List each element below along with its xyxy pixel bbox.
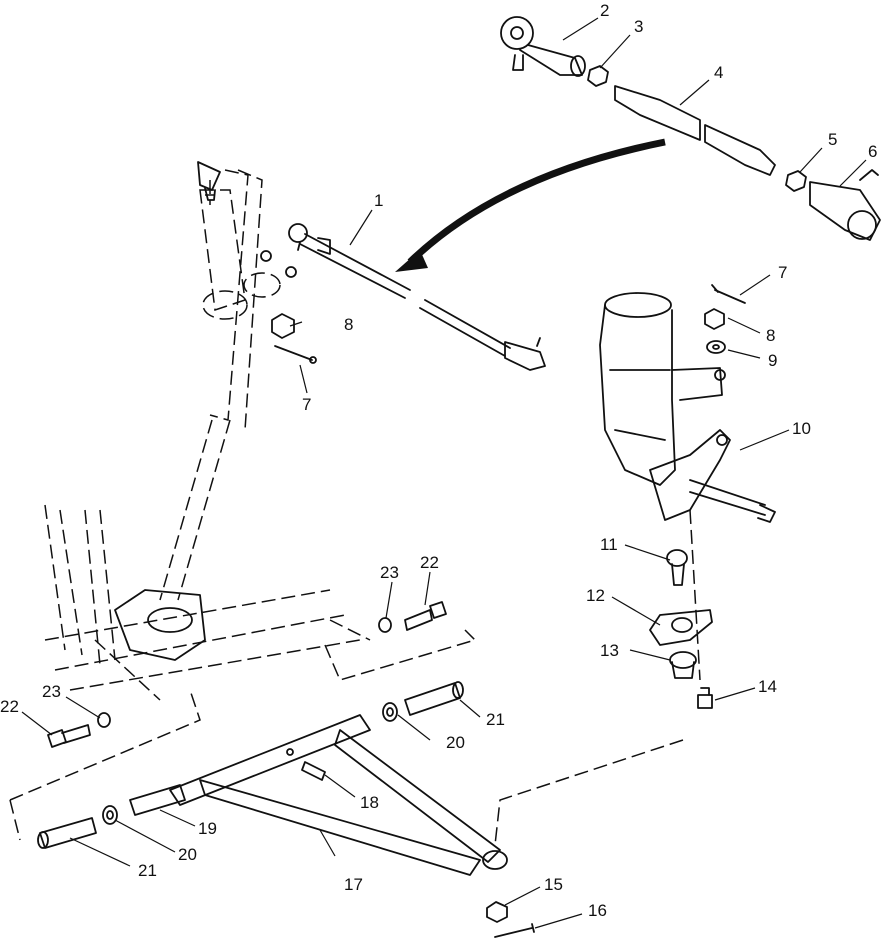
ball-joint-guide-line (494, 739, 684, 846)
callout-4: 4 (714, 63, 723, 82)
callout-23-left: 23 (42, 682, 61, 701)
jam-nut-5 (785, 170, 807, 192)
callout-20-right: 20 (446, 733, 465, 752)
callout-7-right: 7 (778, 263, 787, 282)
a-arm-17 (169, 714, 508, 876)
bolt-22-left (47, 724, 91, 748)
cotter-pin-7-left (274, 345, 317, 364)
callout-16: 16 (588, 901, 607, 920)
grease-fitting-18 (301, 761, 326, 781)
callout-6: 6 (868, 142, 877, 161)
callout-2: 2 (600, 1, 609, 20)
ball-joint-13 (669, 651, 697, 679)
callout-5: 5 (828, 130, 837, 149)
callout-15: 15 (544, 875, 563, 894)
frame (44, 504, 371, 701)
callout-13: 13 (600, 641, 619, 660)
plate-12 (649, 609, 713, 646)
guide-box-right (324, 629, 477, 681)
knuckle-guide-line (689, 509, 701, 681)
castle-nut-8-left (271, 313, 295, 339)
callout-9: 9 (768, 351, 777, 370)
adjuster-sleeve-4 (614, 85, 776, 176)
callout-21-right: 21 (486, 710, 505, 729)
bushing-21-left (37, 817, 97, 849)
steering-column (159, 161, 297, 601)
callout-14: 14 (758, 677, 777, 696)
bolt-22-right (404, 601, 447, 631)
washer-20-left (102, 805, 118, 825)
callout-10: 10 (792, 419, 811, 438)
callout-22-left: 22 (0, 697, 19, 716)
fitting-14 (697, 687, 713, 709)
ball-joint-11 (666, 549, 688, 586)
callout-8-left: 8 (344, 315, 353, 334)
callout-23-right: 23 (380, 563, 399, 582)
jam-nut-3 (587, 65, 609, 87)
cotter-pin-16 (494, 923, 535, 938)
callout-21-left: 21 (138, 861, 157, 880)
callout-8-right: 8 (766, 326, 775, 345)
castle-nut-8-right (704, 308, 725, 330)
callout-12: 12 (586, 586, 605, 605)
castle-nut-15 (486, 901, 508, 923)
callout-18: 18 (360, 793, 379, 812)
tie-rod-end-6 (809, 169, 881, 241)
leader-lines (21, 17, 867, 929)
callout-7-left: 7 (302, 395, 311, 414)
callout-3: 3 (634, 17, 643, 36)
washer-23-right (378, 617, 392, 633)
callout-20-left: 20 (178, 845, 197, 864)
washer-9 (706, 340, 726, 354)
callout-11: 11 (600, 535, 618, 554)
guide-box-left-edge (9, 799, 21, 841)
bushing-21-right (404, 681, 464, 716)
washer-23-left (97, 712, 111, 728)
callout-1: 1 (374, 191, 383, 210)
cotter-pin-7-right (711, 284, 746, 304)
callout-17: 17 (344, 875, 363, 894)
callout-22-right: 22 (420, 553, 439, 572)
callout-19: 19 (198, 819, 217, 838)
sleeve-19 (129, 784, 186, 816)
guide-box-left (9, 689, 201, 801)
washer-20-right (382, 702, 398, 722)
tie-rod-1 (288, 223, 546, 371)
spindle-knuckle-10 (599, 292, 776, 523)
direction-arrow (395, 138, 666, 272)
tie-rod-end-2 (500, 16, 586, 77)
